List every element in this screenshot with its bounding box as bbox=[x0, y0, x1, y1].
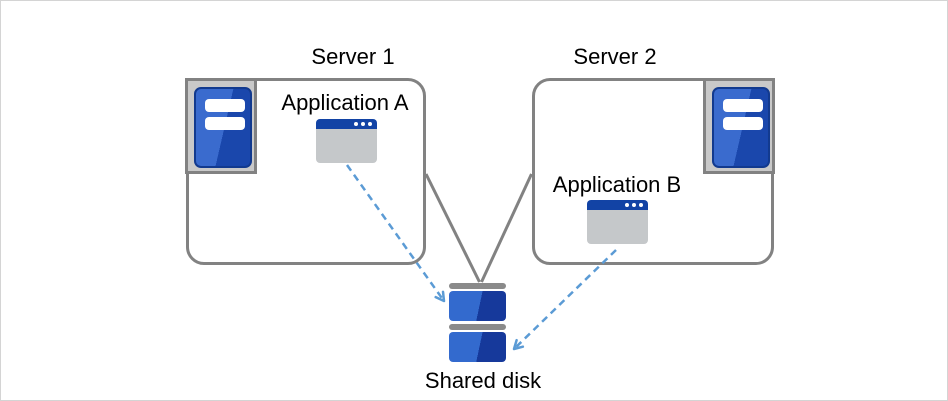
disk-lid bbox=[449, 324, 506, 330]
titlebar-dot bbox=[361, 122, 365, 126]
server1-label: Server 1 bbox=[311, 44, 395, 69]
application-a-to-disk-arrow bbox=[345, 164, 446, 303]
app-window-body bbox=[587, 210, 648, 244]
server-tower-icon bbox=[194, 87, 252, 168]
app-window-titlebar bbox=[316, 119, 377, 129]
titlebar-dot bbox=[639, 203, 643, 207]
server1-to-disk-line bbox=[424, 173, 481, 283]
titlebar-dot bbox=[368, 122, 372, 126]
tower-slot-bar bbox=[205, 99, 245, 112]
server-tower-icon bbox=[712, 87, 770, 168]
disk-lid bbox=[449, 283, 506, 289]
titlebar-dot bbox=[625, 203, 629, 207]
server2-to-disk-line bbox=[480, 173, 533, 283]
titlebar-dot bbox=[354, 122, 358, 126]
tower-slot-bar bbox=[723, 99, 763, 112]
application-b-to-disk-arrow bbox=[512, 249, 617, 351]
server2-icon-frame bbox=[703, 78, 775, 174]
application-b-label: Application B bbox=[552, 172, 682, 197]
tower-slot-bar bbox=[723, 117, 763, 130]
app-window-titlebar bbox=[587, 200, 648, 210]
tower-slot-bar bbox=[205, 117, 245, 130]
shared-disk-icon bbox=[449, 283, 506, 362]
app-window-body bbox=[316, 129, 377, 163]
application-b-window-icon bbox=[587, 200, 648, 244]
application-a-window-icon bbox=[316, 119, 377, 163]
application-a-label: Application A bbox=[281, 90, 409, 115]
disk-platter bbox=[449, 332, 506, 362]
shared-disk-label: Shared disk bbox=[424, 368, 542, 393]
server2-label: Server 2 bbox=[573, 44, 657, 69]
disk-platter bbox=[449, 291, 506, 321]
titlebar-dot bbox=[632, 203, 636, 207]
server1-icon-frame bbox=[185, 78, 257, 174]
